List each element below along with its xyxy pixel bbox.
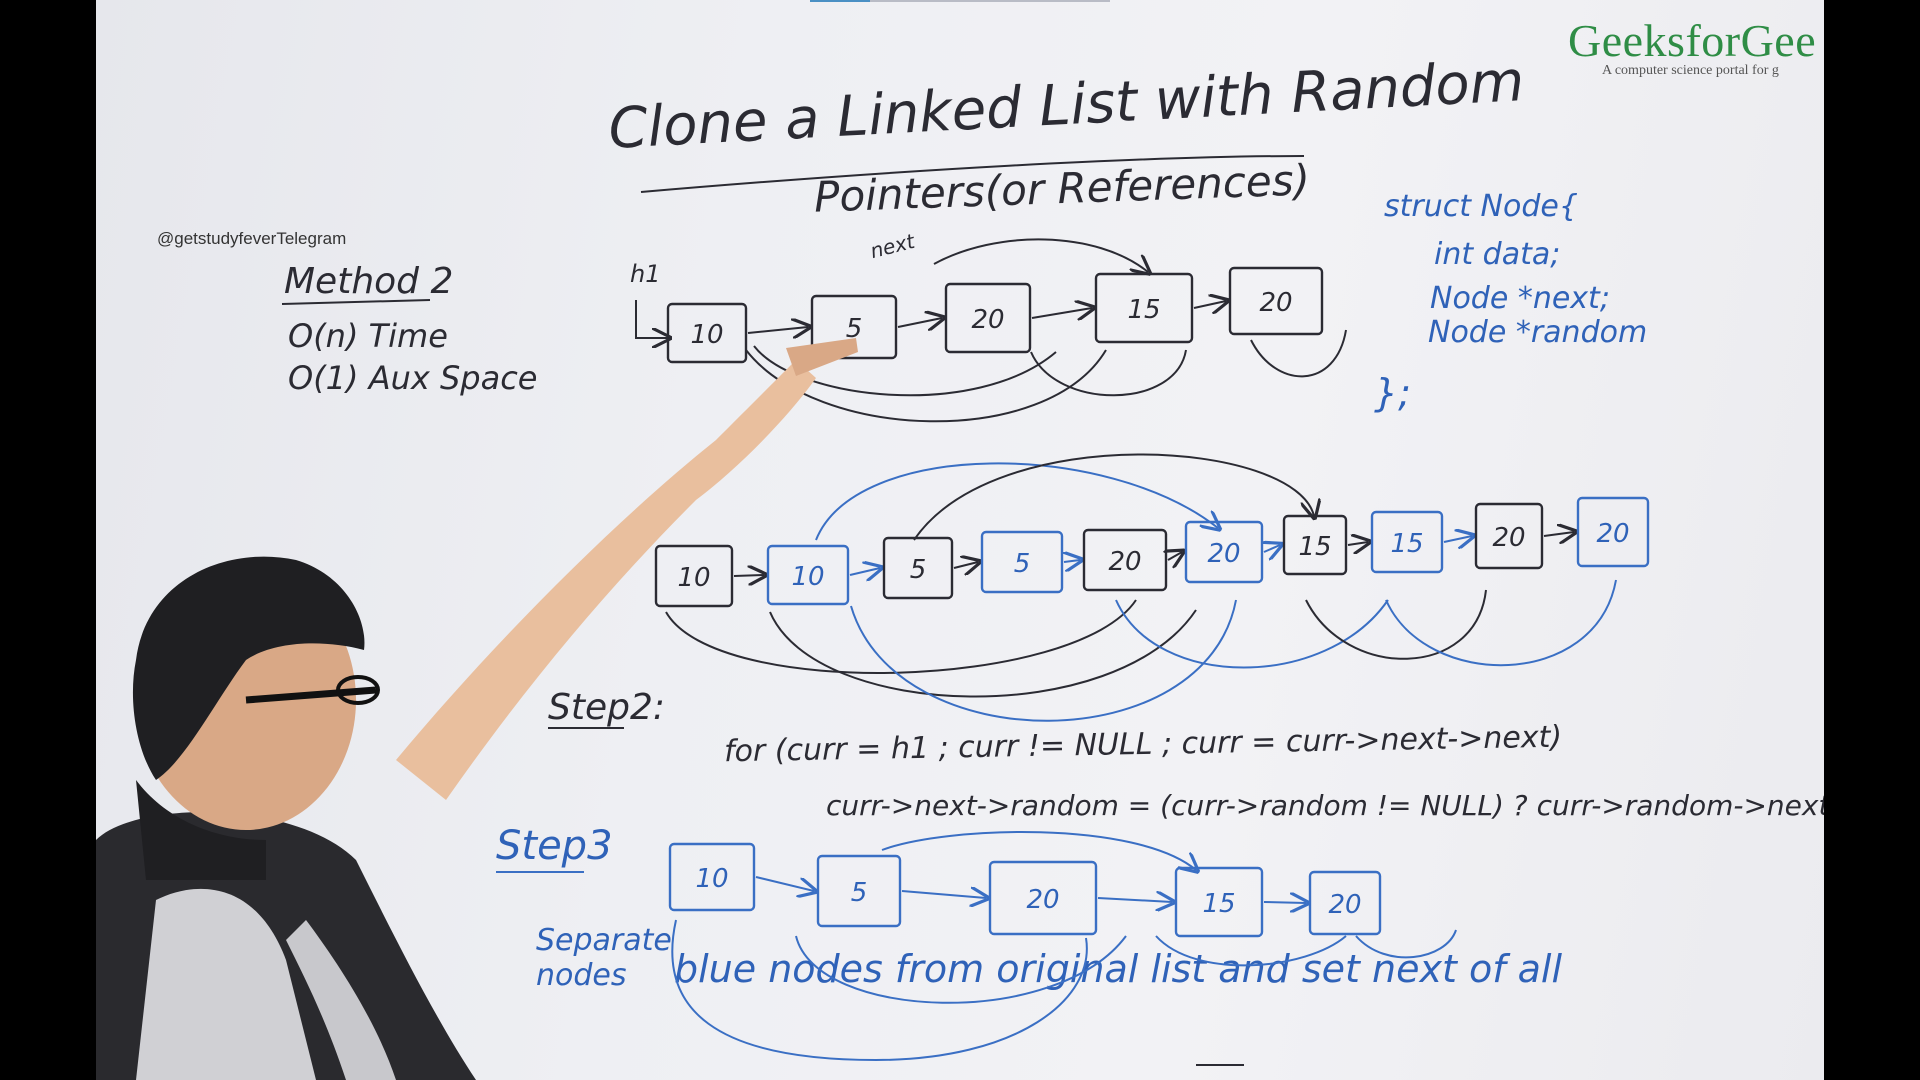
method-underline xyxy=(281,299,431,305)
random-curve-4 xyxy=(1250,329,1347,378)
list3-next-arrow-1 xyxy=(901,891,986,898)
random-curve-1 xyxy=(753,345,1057,397)
method-heading: Method 2 xyxy=(284,261,454,302)
random-curve-blue-3 xyxy=(1115,599,1389,669)
step3-curve-top xyxy=(881,831,1196,870)
list3-node-value-4: 20 xyxy=(1328,890,1361,920)
list2-node-1 xyxy=(766,544,850,606)
list3-next-arrow-2 xyxy=(1097,898,1172,902)
random-curve-black-4 xyxy=(1305,589,1487,660)
list1-next-arrow-2 xyxy=(1031,308,1092,318)
list3-node-2 xyxy=(988,860,1098,936)
list3-next-arrow-3 xyxy=(1263,902,1306,903)
time-complexity: O(n) Time xyxy=(288,317,448,355)
list2-node-value-2: 5 xyxy=(910,555,927,585)
list1-node-value-3: 15 xyxy=(1127,295,1160,325)
video-progress-bar[interactable] xyxy=(810,0,1110,2)
step3-curve-bottom-2 xyxy=(795,935,1127,1004)
list2-node-2 xyxy=(882,536,954,600)
list1-next-arrow-1 xyxy=(897,318,942,327)
list3-node-0 xyxy=(668,842,756,912)
list2-node-9 xyxy=(1576,496,1650,568)
list1-node-value-4: 20 xyxy=(1259,288,1292,318)
telegram-watermark: @getstudyfeverTelegram xyxy=(157,229,347,248)
list2-node-3 xyxy=(980,530,1064,594)
head-label: h1 xyxy=(630,260,661,288)
list3-next-arrow-0 xyxy=(755,876,814,891)
list2-next-arrow-0 xyxy=(733,575,764,576)
list2-next-arrow-1 xyxy=(849,568,880,575)
list2-next-arrow-2 xyxy=(953,562,978,568)
presenter-arm xyxy=(396,338,858,800)
list3-node-1 xyxy=(816,854,902,928)
random-curve-black-1 xyxy=(913,453,1314,541)
list2-next-arrow-3 xyxy=(1064,560,1080,562)
linked-list-original: 10 5 20 15 20 xyxy=(666,266,1324,364)
list3-node-3 xyxy=(1174,866,1264,938)
struct-line-1: struct Node{ xyxy=(1384,189,1578,224)
list2-node-value-9: 20 xyxy=(1596,519,1629,549)
list2-node-value-1: 10 xyxy=(791,562,824,592)
whiteboard: GeeksforGee A computer science portal fo… xyxy=(96,0,1824,1080)
step3-curve-bottom-4 xyxy=(1355,929,1457,959)
struct-line-4: Node *random xyxy=(1428,315,1648,350)
list2-node-value-3: 5 xyxy=(1014,549,1031,579)
list1-next-arrow-0 xyxy=(747,327,808,333)
presenter-head xyxy=(132,556,380,880)
list1-node-2 xyxy=(944,282,1032,354)
struct-line-3: Node *next; xyxy=(1430,281,1610,316)
struct-line-5: }; xyxy=(1374,371,1411,415)
list2-node-value-7: 15 xyxy=(1390,529,1423,559)
list1-node-1 xyxy=(810,294,898,360)
list2-node-7 xyxy=(1370,510,1444,574)
list1-next-arrow-3 xyxy=(1193,301,1226,308)
list3-node-value-3: 15 xyxy=(1202,889,1235,919)
list2-node-value-0: 10 xyxy=(677,563,710,593)
step3-note-left: Separate nodes xyxy=(536,923,672,993)
list2-node-value-6: 15 xyxy=(1298,532,1331,562)
presenter xyxy=(96,338,858,1080)
step2-heading: Step2: xyxy=(548,687,665,728)
whiteboard-diagrams: 10 5 20 15 20 10 10 5 5 20 20 15 15 20 20 10 5 20 15 20 xyxy=(281,155,1650,1066)
step3-heading: Step3 xyxy=(496,823,613,869)
title-underline xyxy=(640,155,1305,193)
linked-list-step3: 10 5 20 15 20 xyxy=(668,842,1382,938)
geeksforgeeks-logo: GeeksforGee A computer science portal fo… xyxy=(1568,14,1824,84)
list2-next-arrow-8 xyxy=(1543,532,1574,536)
step2-code-line2: curr->next->random = (curr->random != NU… xyxy=(826,789,1824,822)
space-complexity: O(1) Aux Space xyxy=(288,359,538,397)
random-curve-blue-2 xyxy=(850,599,1237,722)
list1-node-value-1: 5 xyxy=(846,314,863,344)
list2-node-value-8: 20 xyxy=(1492,523,1525,553)
list1-node-value-0: 10 xyxy=(690,320,723,350)
list1-node-4 xyxy=(1228,266,1324,336)
list2-node-value-4: 20 xyxy=(1108,547,1141,577)
step3-curve-bottom-3 xyxy=(1155,935,1347,967)
list2-node-8 xyxy=(1474,502,1544,570)
list2-next-arrow-5 xyxy=(1264,545,1280,552)
struct-line-2: int data; xyxy=(1434,237,1561,272)
video-progress-fill xyxy=(810,0,870,2)
list2-next-arrow-7 xyxy=(1443,536,1472,542)
list3-node-value-2: 20 xyxy=(1026,885,1059,915)
next-curve xyxy=(933,238,1148,272)
random-curve-blue-1 xyxy=(815,462,1218,541)
list2-next-arrow-4 xyxy=(1168,552,1182,560)
list2-node-0 xyxy=(654,544,734,608)
random-curve-black-3 xyxy=(769,609,1197,698)
list2-node-value-5: 20 xyxy=(1207,539,1240,569)
list3-node-value-0: 10 xyxy=(695,864,728,894)
list1-node-value-2: 20 xyxy=(971,305,1004,335)
linked-list-interleaved: 10 10 5 5 20 20 15 15 20 20 xyxy=(654,496,1650,608)
random-curve-blue-4 xyxy=(1385,579,1617,667)
head-pointer-arrow xyxy=(635,300,668,338)
random-curve-3 xyxy=(1030,349,1187,397)
logo-subtitle: A computer science portal for g xyxy=(1602,63,1779,78)
step3-curve-bottom-1 xyxy=(671,919,1088,1062)
logo-title: GeeksforGee xyxy=(1568,15,1817,66)
list3-node-value-1: 5 xyxy=(851,878,868,908)
list2-next-arrow-6 xyxy=(1347,542,1368,545)
list3-node-4 xyxy=(1308,870,1382,936)
